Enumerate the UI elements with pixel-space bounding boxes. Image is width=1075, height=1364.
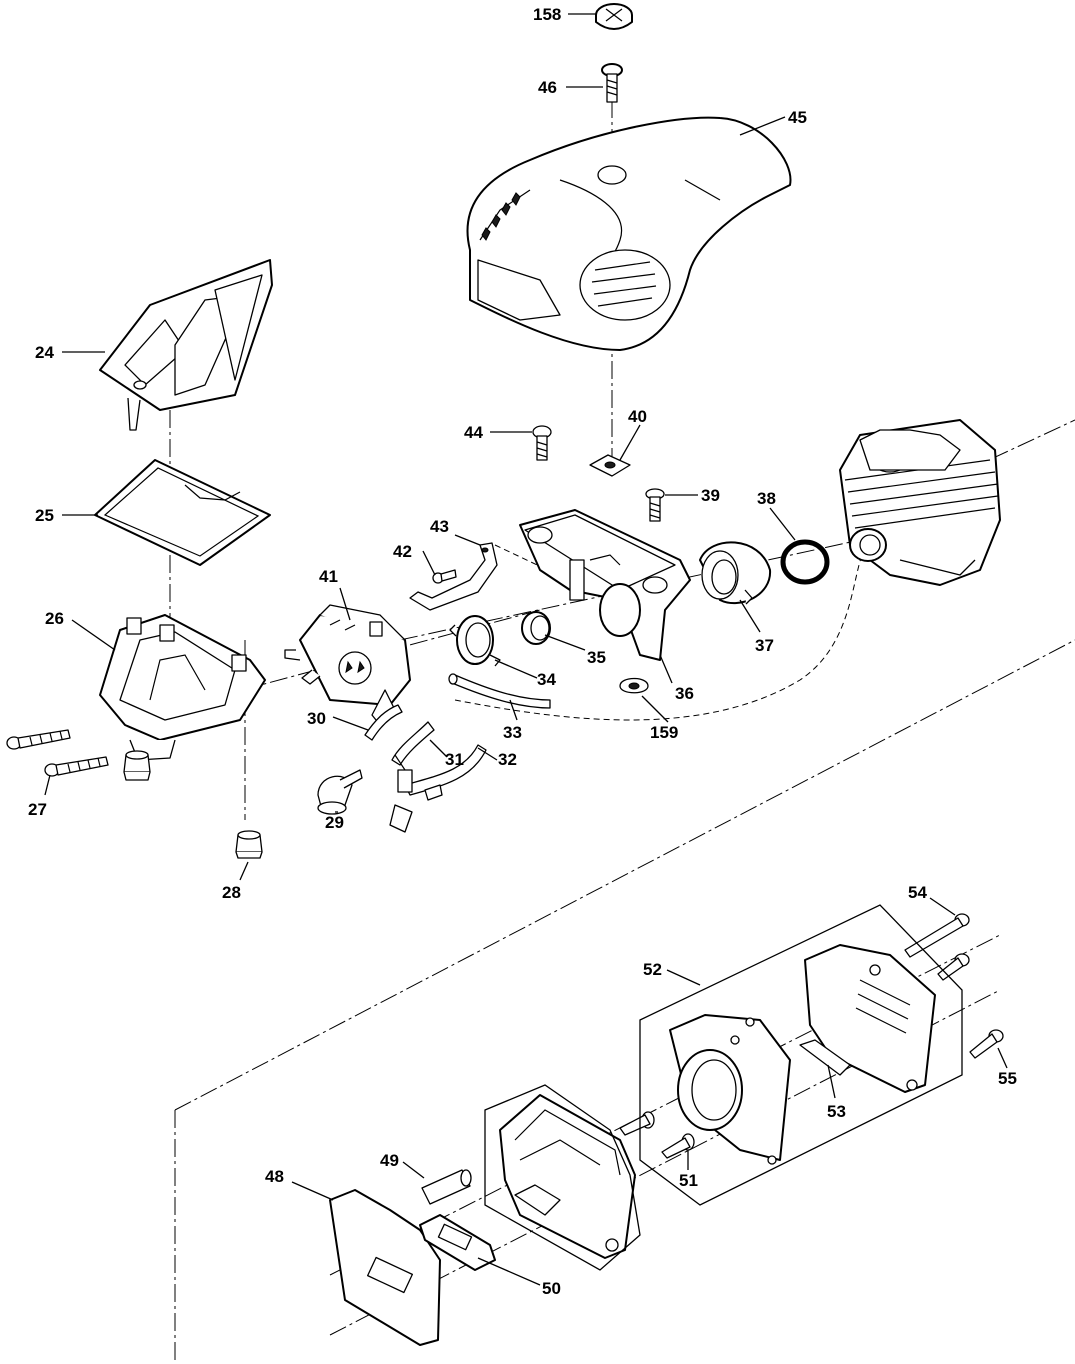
part-39-screw <box>645 488 665 522</box>
label-part-44: 44 <box>464 423 483 442</box>
part-27-screws <box>6 729 109 777</box>
part-28-grommets <box>123 750 263 859</box>
muffler-body <box>499 1094 636 1259</box>
label-part-34: 34 <box>537 670 556 689</box>
part-54-bolts <box>904 913 970 981</box>
assembly-brackets <box>484 904 963 1271</box>
part-49-spacer <box>421 1169 472 1205</box>
part-32-fuel-line <box>389 744 487 833</box>
label-part-31: 31 <box>445 750 464 769</box>
part-31-hose <box>391 721 435 771</box>
label-part-46: 46 <box>538 78 557 97</box>
part-36-intake-bracket <box>519 509 691 661</box>
label-part-49: 49 <box>380 1151 399 1170</box>
part-52-muffler-assembly <box>669 944 936 1165</box>
part-45-top-cover <box>466 116 792 351</box>
part-55-screw <box>969 1029 1004 1059</box>
label-part-39: 39 <box>701 486 720 505</box>
part-50-gasket <box>419 1214 496 1271</box>
part-labels: 158 46 45 24 25 26 27 28 29 30 31 32 33 … <box>28 5 1017 1298</box>
label-part-36: 36 <box>675 684 694 703</box>
label-part-28: 28 <box>222 883 241 902</box>
label-part-37: 37 <box>755 636 774 655</box>
label-part-48: 48 <box>265 1167 284 1186</box>
part-35-ring <box>521 611 551 645</box>
label-part-52: 52 <box>643 960 662 979</box>
leader-lines <box>44 13 1008 1286</box>
label-part-55: 55 <box>998 1069 1017 1088</box>
part-159-grommet <box>619 677 649 694</box>
label-part-42: 42 <box>393 542 412 561</box>
part-24-filter-frame <box>99 259 273 431</box>
label-part-29: 29 <box>325 813 344 832</box>
label-part-38: 38 <box>757 489 776 508</box>
label-part-53: 53 <box>827 1102 846 1121</box>
part-51-screws <box>619 1111 695 1159</box>
part-29-primer-bulb <box>317 769 363 815</box>
part-33-impulse-hose <box>448 673 551 709</box>
label-part-35: 35 <box>587 648 606 667</box>
label-part-159: 159 <box>650 723 678 742</box>
label-part-41: 41 <box>319 567 338 586</box>
label-part-43: 43 <box>430 517 449 536</box>
part-42-screw <box>432 569 457 584</box>
label-part-24: 24 <box>35 343 54 362</box>
part-46-screw <box>601 63 623 103</box>
part-53-clip <box>799 1039 851 1076</box>
label-part-32: 32 <box>498 750 517 769</box>
label-part-51: 51 <box>679 1171 698 1190</box>
part-34-adapter <box>449 615 501 667</box>
part-48-heat-shield <box>329 1189 441 1346</box>
label-part-27: 27 <box>28 800 47 819</box>
label-part-158: 158 <box>533 5 561 24</box>
part-37-intake-manifold <box>699 541 772 605</box>
part-30-hose <box>364 704 403 741</box>
part-25-filter <box>94 459 271 566</box>
label-part-54: 54 <box>908 883 927 902</box>
cylinder <box>839 419 1001 586</box>
part-44-screw <box>532 425 552 461</box>
part-40-nut <box>589 454 631 477</box>
label-part-33: 33 <box>503 723 522 742</box>
label-part-26: 26 <box>45 609 64 628</box>
label-part-40: 40 <box>628 407 647 426</box>
label-part-45: 45 <box>788 108 807 127</box>
part-41-carburetor <box>284 604 411 726</box>
part-158-cap <box>595 3 633 30</box>
label-part-30: 30 <box>307 709 326 728</box>
label-part-25: 25 <box>35 506 54 525</box>
label-part-50: 50 <box>542 1279 561 1298</box>
part-38-gasket-ring <box>780 539 830 585</box>
part-26-filter-housing <box>99 614 266 761</box>
